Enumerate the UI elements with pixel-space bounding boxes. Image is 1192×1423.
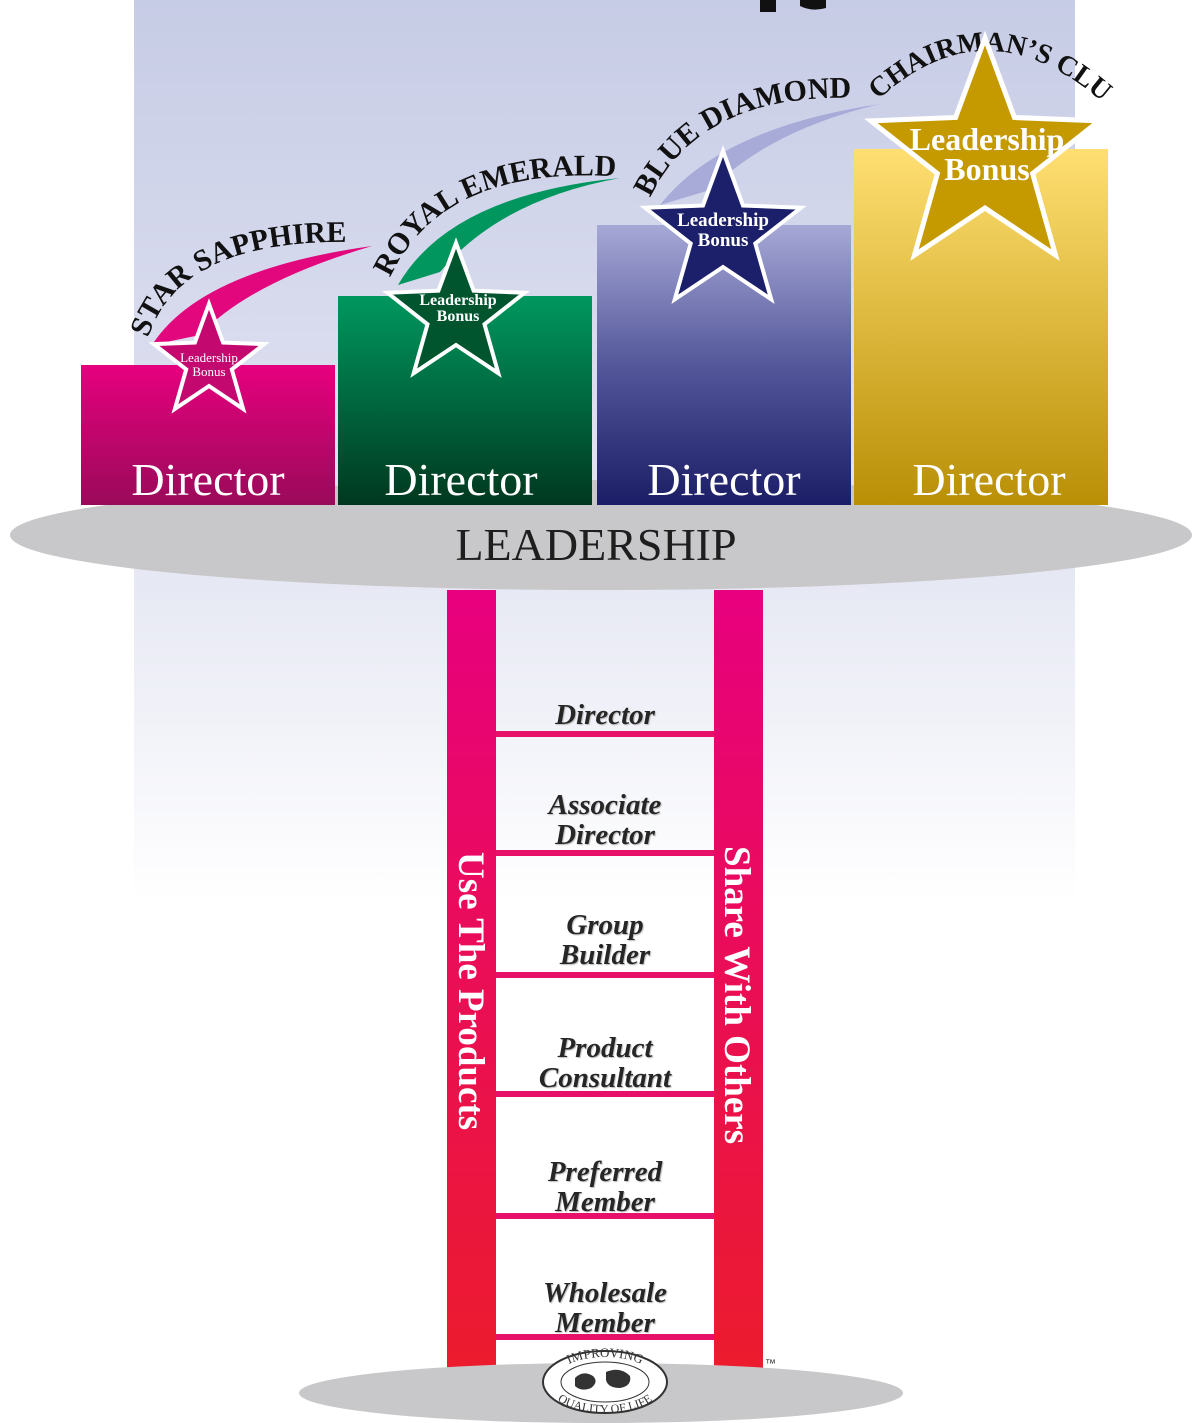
platform-label: LEADERSHIP — [455, 519, 737, 570]
ladder-left-rail — [447, 590, 496, 1390]
headline-fragment — [760, 0, 776, 12]
ladder-rung — [496, 1334, 714, 1340]
ladder-rung — [496, 850, 714, 856]
ladder-rung — [496, 972, 714, 978]
star-icon — [639, 145, 807, 304]
headline-fragment-2 — [800, 0, 826, 10]
star-icon — [864, 30, 1106, 261]
pillar-label-blue-diamond: Director — [647, 454, 801, 505]
swoosh-royal-emerald — [398, 178, 620, 285]
ladder-right-rail — [714, 590, 763, 1390]
right-rail-label: Share With Others — [716, 846, 757, 1145]
ladder-rung — [496, 731, 714, 737]
star-icon — [382, 237, 530, 378]
ladder-rung — [496, 1213, 714, 1219]
pillar-label-chairmans-club: Director — [912, 454, 1066, 505]
rung-label-director: Director — [555, 699, 655, 731]
pillar-label-royal-emerald: Director — [384, 454, 538, 505]
trademark-symbol: ™ — [765, 1358, 776, 1370]
pillar-blue-diamond — [597, 225, 851, 505]
logo-improving-quality-of-life: IMPROVING QUALITY OF LIFE — [542, 1345, 668, 1416]
leadership-platform — [10, 480, 1192, 590]
star-icon — [148, 298, 270, 414]
ladder-rung — [496, 1091, 714, 1097]
left-rail-label: Use The Products — [450, 852, 491, 1131]
pillar-label-star-sapphire: Director — [131, 454, 285, 505]
